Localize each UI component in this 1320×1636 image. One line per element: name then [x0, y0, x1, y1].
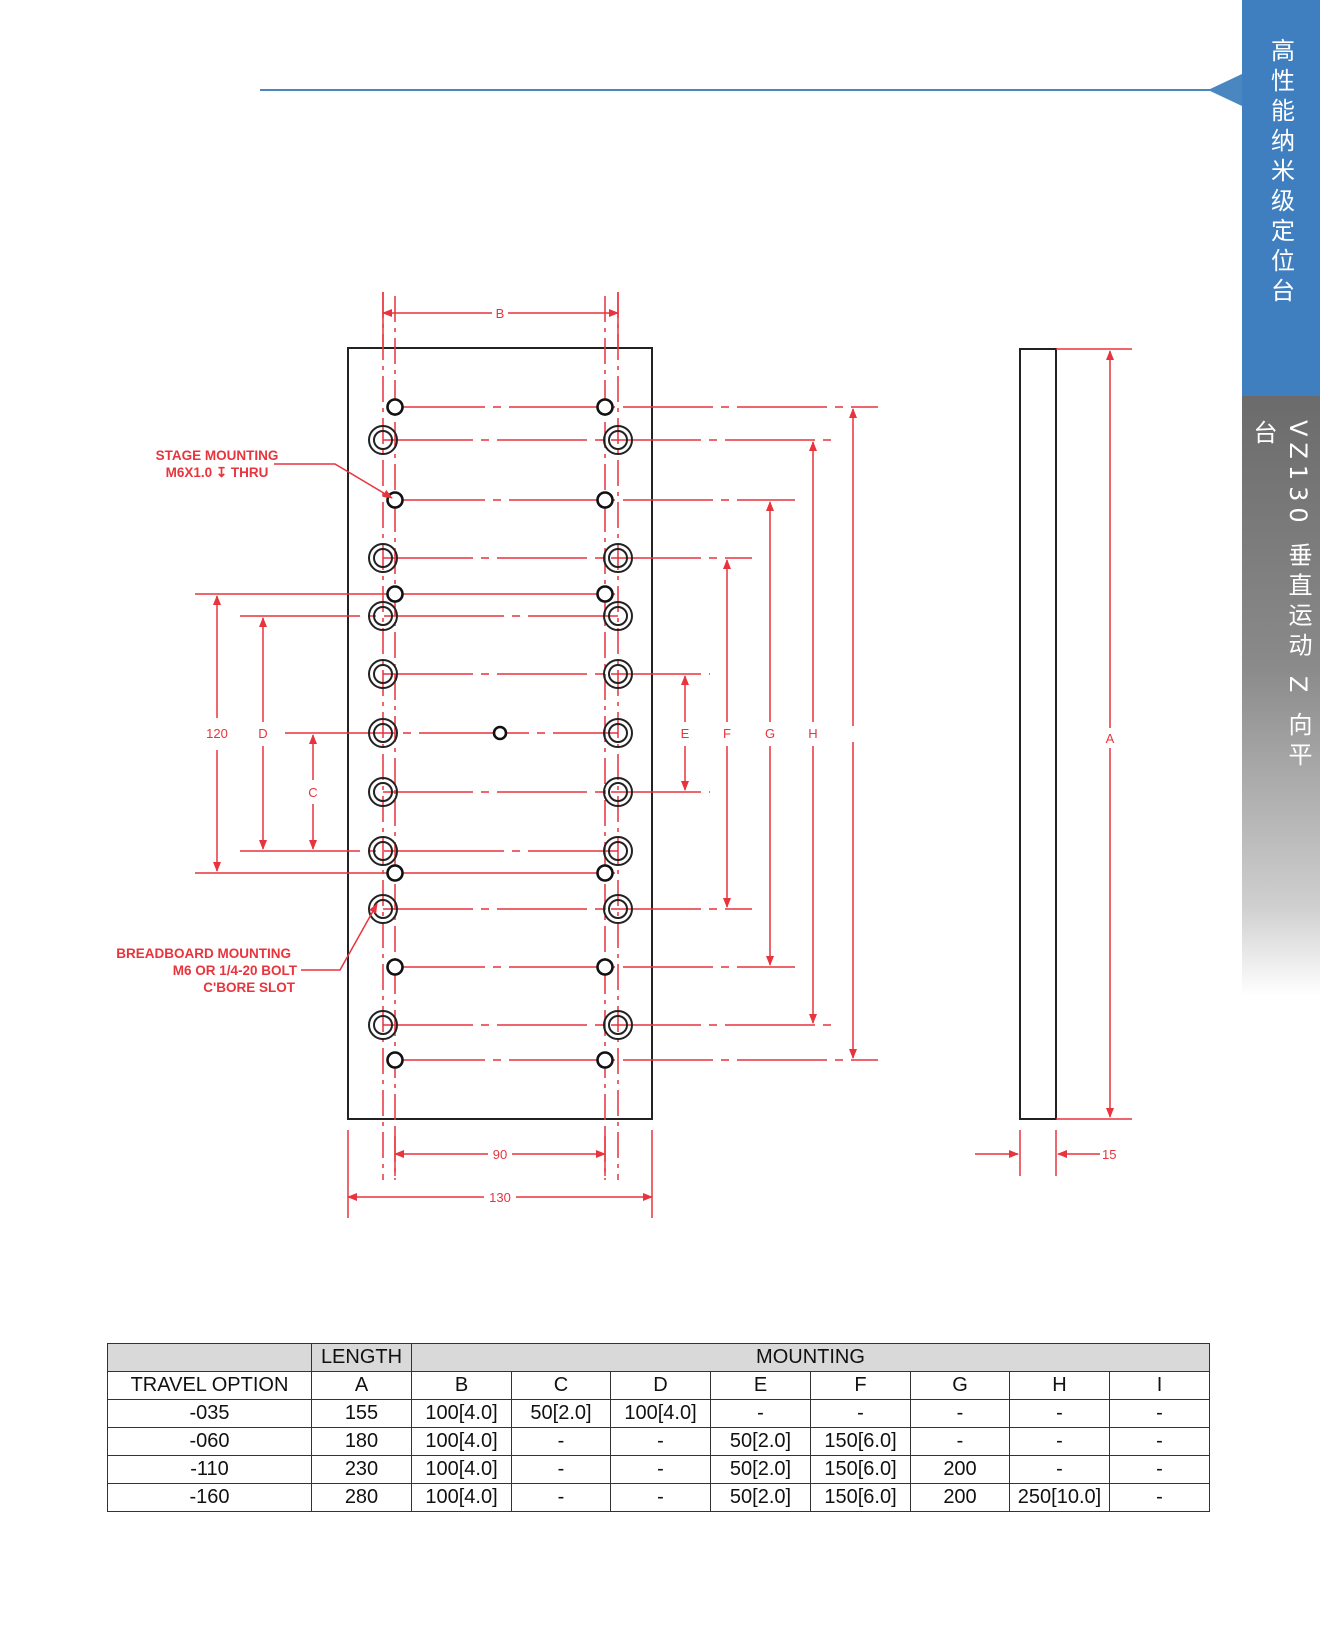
table-cell: -035: [107, 1399, 312, 1428]
table-cell: 100[4.0]: [610, 1399, 711, 1428]
breadboard-cbore-holes: [368, 425, 633, 1040]
dim-label-130: 130: [489, 1190, 511, 1205]
table-cell: -: [511, 1483, 611, 1512]
table-header-cell: B: [411, 1371, 512, 1400]
table-cell: -: [910, 1427, 1010, 1456]
table-header-row-2: TRAVEL OPTION A B C D E F G H I: [107, 1371, 1210, 1400]
callout-breadboard-title: BREADBOARD MOUNTING: [116, 946, 291, 961]
table-row: -060 180 100[4.0] - - 50[2.0] 150[6.0] -…: [107, 1427, 1210, 1456]
table-header-cell: F: [810, 1371, 911, 1400]
table-header-cell: C: [511, 1371, 611, 1400]
dim-label-90: 90: [493, 1147, 507, 1162]
dim-label-e: E: [681, 726, 690, 741]
side-tab-product-label: VZ130 垂直运动 Z 向平台: [1249, 420, 1312, 772]
table-cell: -: [511, 1427, 611, 1456]
stage-mount-holes: [386, 398, 614, 1069]
table-cell: 155: [311, 1399, 412, 1428]
header-rule-pointer: [1208, 74, 1242, 106]
table-header-row-1: LENGTH MOUNTING: [107, 1343, 1210, 1372]
table-header-cell: E: [710, 1371, 811, 1400]
table-cell: 50[2.0]: [710, 1455, 811, 1484]
callout-breadboard-bolt: M6 OR 1/4-20 BOLT: [173, 963, 298, 978]
table-cell: 230: [311, 1455, 412, 1484]
table-cell: -: [1109, 1427, 1210, 1456]
table-row: -035 155 100[4.0] 50[2.0] 100[4.0] - - -…: [107, 1399, 1210, 1428]
dim-label-h: H: [808, 726, 817, 741]
table-cell: 200: [910, 1455, 1010, 1484]
side-tab-category: [1242, 0, 1320, 396]
table-header-cell: TRAVEL OPTION: [107, 1371, 312, 1400]
table-cell: 50[2.0]: [511, 1399, 611, 1428]
callout-breadboard-slot: C'BORE SLOT: [203, 980, 295, 995]
table-cell: -: [610, 1455, 711, 1484]
table-header-cell: G: [910, 1371, 1010, 1400]
dim-label-b: B: [496, 306, 505, 321]
table-header-cell: MOUNTING: [411, 1343, 1210, 1372]
table-cell: 200: [910, 1483, 1010, 1512]
table-cell: -: [1009, 1455, 1110, 1484]
technical-drawing: B 120 D C E F G H A 90 130 15 STAGE MOUN…: [116, 292, 1132, 1218]
table-cell: -: [1109, 1399, 1210, 1428]
dim-label-15: 15: [1102, 1147, 1116, 1162]
table-cell: -: [511, 1455, 611, 1484]
dim-label-g: G: [765, 726, 775, 741]
table-cell: -: [1109, 1483, 1210, 1512]
table-header-cell: I: [1109, 1371, 1210, 1400]
table-cell: -: [1109, 1455, 1210, 1484]
table-cell: 280: [311, 1483, 412, 1512]
table-cell: -: [710, 1399, 811, 1428]
dim-label-a: A: [1106, 731, 1115, 746]
table-header-cell: LENGTH: [311, 1343, 412, 1372]
callout-stage-mounting-title: STAGE MOUNTING: [156, 448, 279, 463]
table-cell: -: [1009, 1427, 1110, 1456]
table-cell: -: [610, 1483, 711, 1512]
table-header-cell: D: [610, 1371, 711, 1400]
plate-side-view: [1019, 348, 1057, 1120]
table-cell: -160: [107, 1483, 312, 1512]
table-row: -160 280 100[4.0] - - 50[2.0] 150[6.0] 2…: [107, 1483, 1210, 1512]
table-cell: 50[2.0]: [710, 1483, 811, 1512]
table-cell: 100[4.0]: [411, 1455, 512, 1484]
table-header-cell: [107, 1343, 312, 1372]
travel-option-table: LENGTH MOUNTING TRAVEL OPTION A B C D E …: [107, 1343, 1210, 1512]
table-cell: 180: [311, 1427, 412, 1456]
table-cell: -: [910, 1399, 1010, 1428]
table-cell: 150[6.0]: [810, 1483, 911, 1512]
side-tab-product: [1242, 396, 1320, 996]
table-header-cell: A: [311, 1371, 412, 1400]
table-row: -110 230 100[4.0] - - 50[2.0] 150[6.0] 2…: [107, 1455, 1210, 1484]
table-cell: 150[6.0]: [810, 1455, 911, 1484]
dim-label-d: D: [258, 726, 267, 741]
table-cell: 100[4.0]: [411, 1483, 512, 1512]
table-header-cell: H: [1009, 1371, 1110, 1400]
table-cell: -060: [107, 1427, 312, 1456]
header-rule: [260, 89, 1210, 91]
hole-row-lines: [195, 406, 878, 1061]
table-cell: 100[4.0]: [411, 1399, 512, 1428]
side-tab-category-label: 高性能纳米级定位台: [1266, 38, 1295, 308]
table-cell: 150[6.0]: [810, 1427, 911, 1456]
dimension-lines: [213, 292, 1132, 1218]
table-cell: -: [810, 1399, 911, 1428]
dim-label-c: C: [308, 785, 317, 800]
table-cell: -: [1009, 1399, 1110, 1428]
dim-label-f: F: [723, 726, 731, 741]
table-cell: -: [610, 1427, 711, 1456]
dim-label-120: 120: [206, 726, 228, 741]
table-cell: 50[2.0]: [710, 1427, 811, 1456]
table-cell: 250[10.0]: [1009, 1483, 1110, 1512]
callout-stage-mounting-spec: M6X1.0 ↧ THRU: [166, 465, 269, 480]
table-cell: -110: [107, 1455, 312, 1484]
table-cell: 100[4.0]: [411, 1427, 512, 1456]
